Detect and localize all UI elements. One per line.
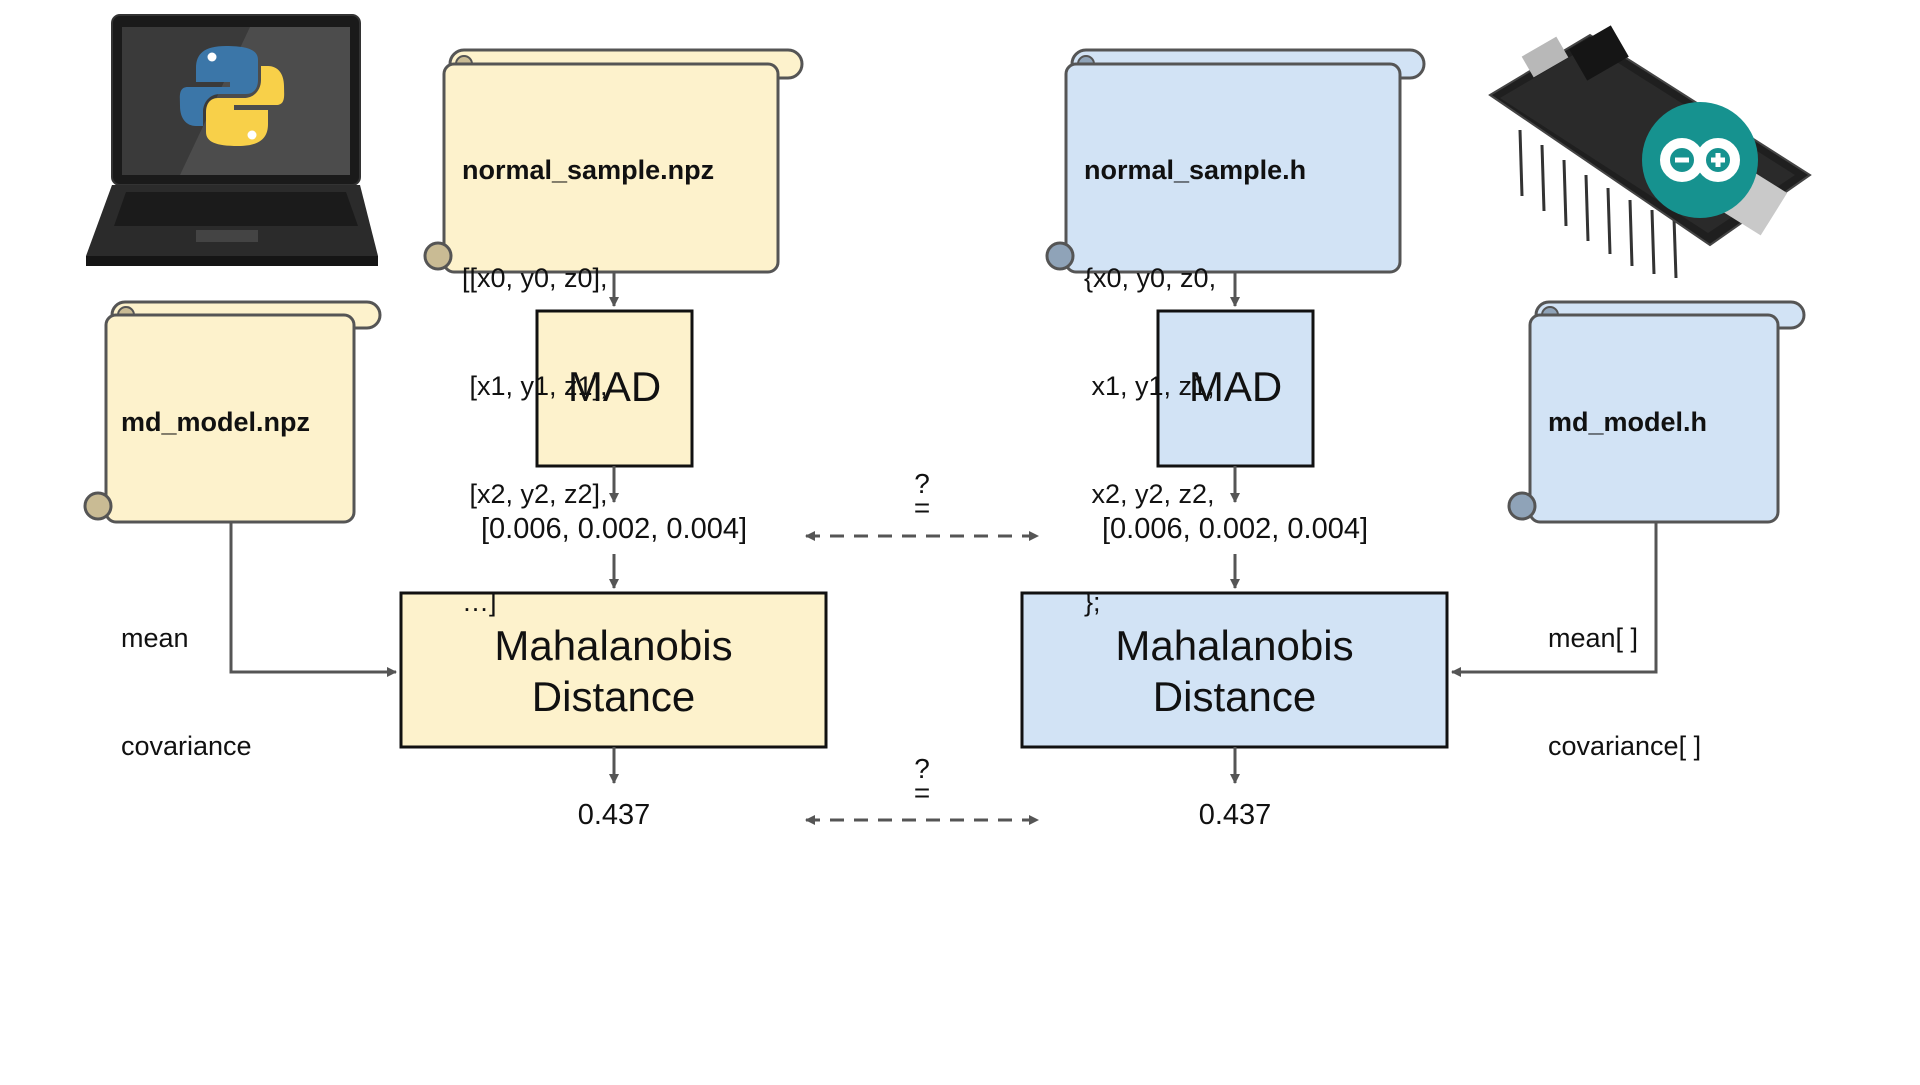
arduino-sample-file-title: normal_sample.h — [1084, 155, 1307, 185]
python-sample-file-text: normal_sample.npz [[x0, y0, z0], [x1, y1… — [462, 80, 714, 692]
python-mad-label: MAD — [567, 363, 662, 410]
python-mad-box — [535, 309, 694, 468]
arduino-sample-file-text: normal_sample.h {x0, y0, z0, x1, y1, z1,… — [1084, 80, 1306, 692]
python-mad-output: [0.006, 0.002, 0.004] — [480, 513, 748, 545]
python-model-line: covariance — [121, 731, 252, 761]
arduino-md-output: 0.437 — [1198, 799, 1272, 831]
python-sample-line: [[x0, y0, z0], — [462, 263, 608, 293]
python-sample-file-title: normal_sample.npz — [462, 155, 715, 185]
arduino-sample-line: {x0, y0, z0, — [1084, 263, 1217, 293]
arduino-mad-label: MAD — [1188, 363, 1283, 410]
arduino-model-line — [1548, 512, 1707, 548]
python-model-file-text: md_model.npz mean covariance — [121, 332, 310, 836]
arduino-sample-line: x2, y2, z2, — [1084, 479, 1215, 509]
arduino-sample-file-scroll — [1045, 48, 1426, 274]
python-logo-icon — [179, 46, 285, 146]
python-md-label-line: Mahalanobis — [494, 622, 733, 669]
laptop-python-icon — [86, 14, 378, 266]
python-model-line — [121, 512, 310, 548]
arduino-sample-line: x1, y1, z1, — [1084, 371, 1215, 401]
arduino-board-icon — [1488, 25, 1812, 279]
python-sample-file-scroll — [423, 48, 804, 274]
compare-equals-md: = — [913, 777, 931, 808]
arduino-model-file-scroll — [1507, 300, 1806, 524]
python-sample-line: …] — [462, 587, 497, 617]
compare-question-mark-md: ? — [914, 753, 930, 784]
arduino-model-line: mean[ ] — [1548, 623, 1639, 653]
arrow-py-model-to-md — [229, 522, 397, 677]
compare-question-mark-mad: ? — [914, 468, 930, 499]
arduino-mahalanobis-label: Mahalanobis Distance — [1022, 620, 1447, 722]
arduino-mad-box — [1156, 309, 1315, 468]
python-model-file-title: md_model.npz — [121, 407, 311, 437]
arduino-mad-output: [0.006, 0.002, 0.004] — [1101, 513, 1369, 545]
compare-equals-mad: = — [913, 492, 931, 523]
arduino-md-label-line: Mahalanobis — [1115, 622, 1354, 669]
python-md-output: 0.437 — [577, 799, 651, 831]
python-md-label-line: Distance — [531, 673, 696, 720]
python-sample-line: [x1, y1, z1], — [462, 371, 608, 401]
python-model-line: mean — [121, 623, 189, 653]
arduino-model-line: covariance[ ] — [1548, 731, 1702, 761]
python-mahalanobis-box — [399, 591, 828, 749]
python-sample-line: [x2, y2, z2], — [462, 479, 608, 509]
arduino-md-label-line: Distance — [1152, 673, 1317, 720]
arduino-model-file-title: md_model.h — [1548, 407, 1708, 437]
python-mahalanobis-label: Mahalanobis Distance — [401, 620, 826, 722]
arduino-model-file-text: md_model.h mean[ ] covariance[ ] — [1548, 332, 1707, 836]
arrow-ar-model-to-md — [1451, 522, 1658, 677]
arduino-sample-line: }; — [1084, 587, 1101, 617]
